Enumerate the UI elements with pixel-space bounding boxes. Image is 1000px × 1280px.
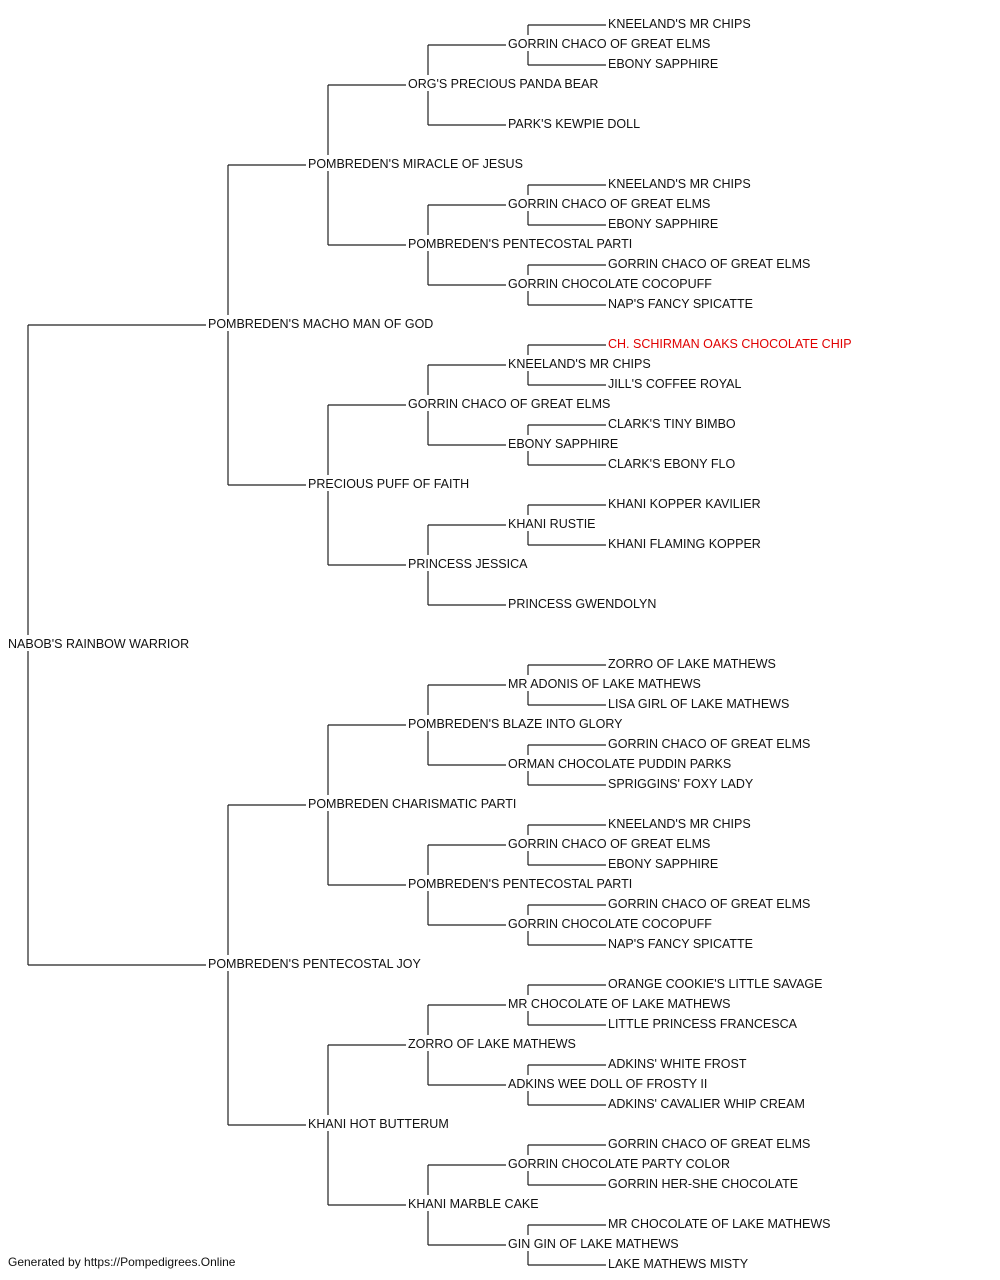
dog-name-sss: ORG'S PRECIOUS PANDA BEAR [408,77,598,91]
dog-name-ssd: POMBREDEN'S PENTECOSTAL PARTI [408,237,632,251]
dog-name-dss: POMBREDEN'S BLAZE INTO GLORY [408,717,623,731]
dog-name-dsds: GORRIN CHACO OF GREAT ELMS [508,837,710,851]
dog-name-dddsd: GORRIN HER-SHE CHOCOLATE [608,1177,798,1191]
dog-name-ss: POMBREDEN'S MIRACLE OF JESUS [308,157,523,171]
dog-name-ddsds: ADKINS' WHITE FROST [608,1057,747,1071]
dog-name-ds: POMBREDEN CHARISMATIC PARTI [308,797,516,811]
dog-name-sdsss: CH. SCHIRMAN OAKS CHOCOLATE CHIP [608,337,852,351]
dog-name-ddss: MR CHOCOLATE OF LAKE MATHEWS [508,997,730,1011]
dog-name-dssss: ZORRO OF LAKE MATHEWS [608,657,776,671]
dog-name-subject: NABOB'S RAINBOW WARRIOR [8,637,189,651]
dog-name-d: POMBREDEN'S PENTECOSTAL JOY [208,957,422,971]
dog-name-sddsd: KHANI FLAMING KOPPER [608,537,761,551]
dog-name-ssdss: KNEELAND'S MR CHIPS [608,177,751,191]
dog-name-ssdds: GORRIN CHACO OF GREAT ELMS [608,257,810,271]
dog-name-dsd: POMBREDEN'S PENTECOSTAL PARTI [408,877,632,891]
dog-name-sddss: KHANI KOPPER KAVILIER [608,497,761,511]
dog-name-sd: PRECIOUS PUFF OF FAITH [308,477,469,491]
dog-name-ddddd: LAKE MATHEWS MISTY [608,1257,749,1271]
dog-name-ddssd: LITTLE PRINCESS FRANCESCA [608,1017,798,1031]
dog-name-dd: KHANI HOT BUTTERUM [308,1117,449,1131]
dog-name-ssds: GORRIN CHACO OF GREAT ELMS [508,197,710,211]
dog-name-dsdd: GORRIN CHOCOLATE COCOPUFF [508,917,712,931]
dog-name-ssss: GORRIN CHACO OF GREAT ELMS [508,37,710,51]
dog-name-sdssd: JILL'S COFFEE ROYAL [608,377,741,391]
dog-name-sdsd: EBONY SAPPHIRE [508,437,618,451]
dog-name-sdsds: CLARK'S TINY BIMBO [608,417,736,431]
dog-name-dddd: GIN GIN OF LAKE MATHEWS [508,1237,679,1251]
dog-name-sssss: KNEELAND'S MR CHIPS [608,17,751,31]
dog-name-dddds: MR CHOCOLATE OF LAKE MATHEWS [608,1217,830,1231]
dog-name-sddd: PRINCESS GWENDOLYN [508,597,656,611]
dog-name-dsss: MR ADONIS OF LAKE MATHEWS [508,677,701,691]
dog-name-sdsdd: CLARK'S EBONY FLO [608,457,735,471]
dog-name-sdss: KNEELAND'S MR CHIPS [508,357,651,371]
dog-name-sdd: PRINCESS JESSICA [408,557,528,571]
dog-name-ddd: KHANI MARBLE CAKE [408,1197,539,1211]
dog-name-dssdd: SPRIGGINS' FOXY LADY [608,777,754,791]
dog-name-ddds: GORRIN CHOCOLATE PARTY COLOR [508,1157,730,1171]
dog-name-sds: GORRIN CHACO OF GREAT ELMS [408,397,610,411]
dog-name-dssds: GORRIN CHACO OF GREAT ELMS [608,737,810,751]
dog-name-ddsss: ORANGE COOKIE'S LITTLE SAVAGE [608,977,822,991]
dog-name-dsddd: NAP'S FANCY SPICATTE [608,937,753,951]
dog-name-dds: ZORRO OF LAKE MATHEWS [408,1037,576,1051]
dog-name-ssssd: EBONY SAPPHIRE [608,57,718,71]
dog-name-ssddd: NAP'S FANCY SPICATTE [608,297,753,311]
dog-name-dsdds: GORRIN CHACO OF GREAT ELMS [608,897,810,911]
dog-name-ssdd: GORRIN CHOCOLATE COCOPUFF [508,277,712,291]
dog-name-dssd: ORMAN CHOCOLATE PUDDIN PARKS [508,757,731,771]
dog-name-dsdsd: EBONY SAPPHIRE [608,857,718,871]
dog-name-ssdsd: EBONY SAPPHIRE [608,217,718,231]
dog-name-ddsdd: ADKINS' CAVALIER WHIP CREAM [608,1097,805,1111]
dog-name-dddss: GORRIN CHACO OF GREAT ELMS [608,1137,810,1151]
dog-name-dsssd: LISA GIRL OF LAKE MATHEWS [608,697,789,711]
dog-name-sssd: PARK'S KEWPIE DOLL [508,117,640,131]
dog-name-s: POMBREDEN'S MACHO MAN OF GOD [208,317,433,331]
dog-name-sdds: KHANI RUSTIE [508,517,596,531]
dog-name-dsdss: KNEELAND'S MR CHIPS [608,817,751,831]
dog-name-ddsd: ADKINS WEE DOLL OF FROSTY II [508,1077,707,1091]
footer-credit: Generated by https://Pompedigrees.Online [8,1255,236,1269]
